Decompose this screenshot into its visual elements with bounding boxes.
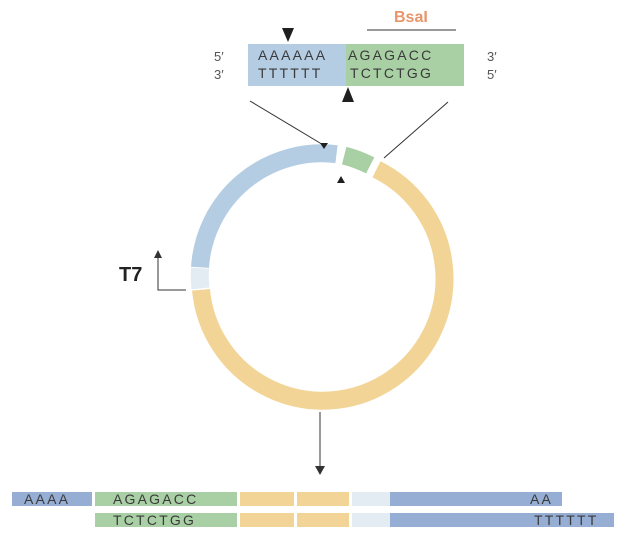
product-bottom-yellow-1 — [240, 513, 294, 527]
left-leader-line — [249, 100, 326, 147]
product-bottom-green — [95, 513, 237, 527]
bsai-label: BsaI — [394, 9, 428, 26]
plasmid-ring — [190, 143, 454, 410]
plasmid-white-segment — [190, 267, 210, 290]
product-bottom-white — [352, 513, 390, 527]
bottom-strand-5-label: 5′ — [487, 67, 497, 82]
product-top-yellow-1 — [240, 492, 294, 506]
bottom-green-sequence: TCTCTGG — [350, 65, 433, 81]
top-strand-5-label: 5′ — [214, 49, 224, 64]
ring-bottom-cut-arrow-icon — [337, 176, 345, 183]
linearize-arrow — [315, 412, 325, 475]
plasmid-blue-segment — [191, 144, 338, 269]
top-strand-3-label: 3′ — [487, 49, 497, 64]
ring-top-cut-arrow-icon — [320, 143, 328, 149]
top-green-sequence: AGAGACC — [348, 47, 433, 63]
product-top-dark-blue — [12, 492, 92, 506]
t7-arrowhead-icon — [154, 250, 162, 258]
site-green-box — [346, 44, 464, 86]
product-top-green — [95, 492, 237, 506]
site-blue-box — [248, 44, 346, 86]
linear-product: AAAA AGAGACC AA TCTCTGG TTTTTT — [12, 491, 614, 528]
down-arrow-icon — [315, 466, 325, 475]
t7-direction-arrow — [157, 255, 186, 291]
product-bottom-yellow-2 — [297, 513, 349, 527]
product-top-end-blue — [390, 492, 562, 506]
site-detail: 5′ 3′ 3′ 5′ AAAAAA AGAGACC TTTTTT TCTCTG… — [214, 9, 497, 159]
bottom-blue-sequence: TTTTTT — [258, 65, 323, 81]
product-top-blue-sequence: AAAA — [24, 491, 70, 507]
t7-label: T7 — [119, 264, 142, 286]
product-bottom-green-sequence: TCTCTGG — [113, 512, 196, 528]
plasmid-yellow-segment — [192, 161, 454, 410]
bottom-strand-3-label: 3′ — [214, 67, 224, 82]
product-bottom-end-blue — [390, 513, 614, 527]
top-blue-sequence: AAAAAA — [258, 47, 327, 63]
product-top-green-sequence: AGAGACC — [113, 491, 198, 507]
bottom-cut-arrow-icon — [342, 87, 354, 102]
t7-promoter: T7 — [119, 250, 186, 291]
plasmid-green-segment — [341, 146, 375, 174]
product-top-white — [352, 492, 390, 506]
right-leader-line — [383, 101, 449, 159]
product-bottom-end-sequence: TTTTTT — [534, 512, 599, 528]
product-top-yellow-2 — [297, 492, 349, 506]
top-cut-arrow-icon — [282, 28, 294, 42]
product-top-end-sequence: AA — [530, 491, 553, 507]
